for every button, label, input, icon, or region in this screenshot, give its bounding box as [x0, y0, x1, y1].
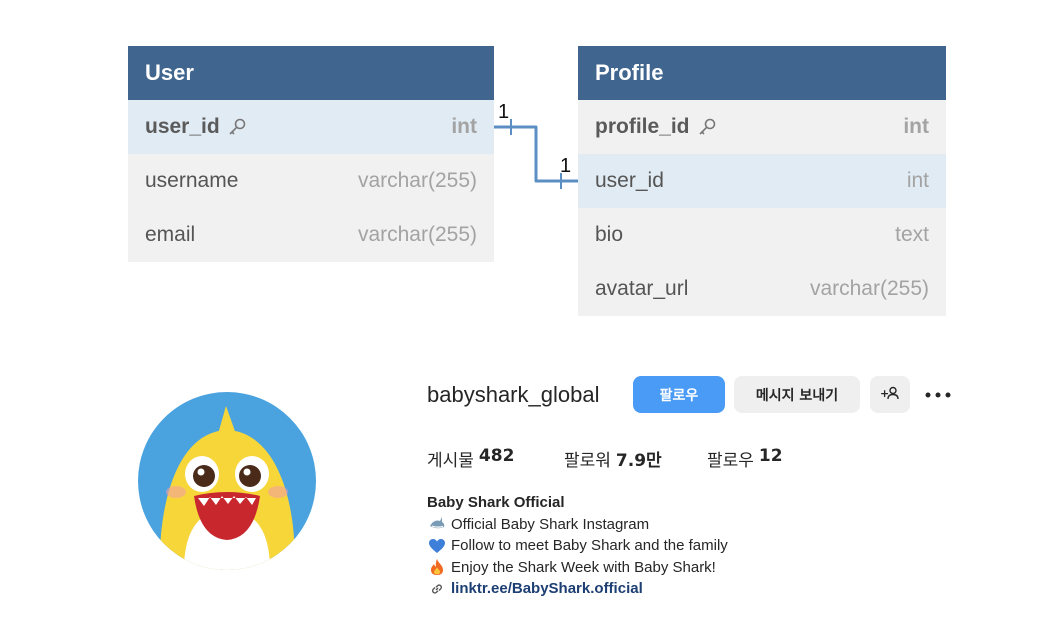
- avatar-url-column-type: varchar(255): [809, 277, 929, 300]
- email-column-name: email: [145, 223, 196, 246]
- primary-key-icon: [226, 116, 248, 138]
- cardinality-label-user: 1: [498, 101, 510, 123]
- posts-value: 482: [478, 446, 515, 466]
- fire-emoji-icon: [427, 558, 447, 576]
- user-id-column-name: user_id: [145, 115, 220, 138]
- svg-text:+: +: [880, 387, 889, 400]
- profile-id-column-type: int: [903, 115, 929, 138]
- followers-value: 7.9만: [615, 451, 662, 471]
- following-value: 12: [758, 446, 783, 466]
- link-icon: [427, 582, 447, 596]
- shark-emoji-icon: [427, 516, 447, 532]
- email-column-type: varchar(255): [357, 223, 477, 246]
- bio-column-name: bio: [595, 223, 624, 246]
- profile-username: babyshark_global: [427, 382, 600, 407]
- posts-count: 게시물 482: [427, 446, 514, 471]
- bio-line: Official Baby Shark Instagram: [427, 514, 728, 536]
- bio-line: Enjoy the Shark Week with Baby Shark!: [427, 557, 728, 579]
- user-table-title: User: [128, 46, 494, 100]
- user-table-row-user-id[interactable]: user_id int: [128, 100, 494, 154]
- profile-bio: Baby Shark Official Official Baby Shark …: [427, 492, 728, 600]
- bio-line-text: Official Baby Shark Instagram: [451, 515, 650, 533]
- bio-line-text: Follow to meet Baby Shark and the family: [451, 537, 728, 554]
- avatar-url-column-name: avatar_url: [595, 277, 689, 300]
- add-person-icon: +: [880, 386, 900, 403]
- more-options-button[interactable]: [922, 379, 954, 409]
- bio-link-text[interactable]: linktr.ee/BabyShark.official: [451, 580, 643, 597]
- posts-label: 게시물: [427, 451, 474, 471]
- user-id-column-type: int: [451, 115, 477, 138]
- username-column-name: username: [145, 169, 239, 192]
- followers-label: 팔로워: [564, 451, 611, 471]
- followers-count[interactable]: 팔로워 7.9만: [564, 446, 662, 471]
- profile-table-row-bio[interactable]: bio text: [578, 208, 946, 262]
- profile-table-row-avatar-url[interactable]: avatar_url varchar(255): [578, 262, 946, 316]
- username-column-type: varchar(255): [357, 169, 477, 192]
- profile-table[interactable]: Profile profile_id int user_id int bio t…: [578, 46, 946, 316]
- fk-user-id-column-name: user_id: [595, 169, 664, 192]
- user-table[interactable]: User user_id int username varchar(255) e…: [128, 46, 494, 262]
- following-count[interactable]: 팔로우 12: [707, 446, 783, 471]
- bio-line-text: Enjoy the Shark Week with Baby Shark!: [451, 558, 716, 576]
- more-icon: [925, 385, 951, 403]
- profile-table-row-user-id[interactable]: user_id int: [578, 154, 946, 208]
- follow-button[interactable]: 팔로우: [633, 376, 725, 413]
- profile-avatar[interactable]: [138, 392, 316, 570]
- profile-table-row-profile-id[interactable]: profile_id int: [578, 100, 946, 154]
- following-label: 팔로우: [707, 451, 754, 471]
- profile-table-title: Profile: [578, 46, 946, 100]
- user-table-row-username[interactable]: username varchar(255): [128, 154, 494, 208]
- profile-id-column-name: profile_id: [595, 115, 690, 138]
- blue-heart-emoji-icon: [427, 538, 447, 554]
- primary-key-icon: [696, 116, 718, 138]
- bio-link[interactable]: linktr.ee/BabyShark.official: [427, 578, 728, 600]
- bio-line: Follow to meet Baby Shark and the family: [427, 535, 728, 557]
- bio-display-name: Baby Shark Official: [427, 494, 565, 511]
- cardinality-label-profile: 1: [560, 155, 572, 177]
- user-table-row-email[interactable]: email varchar(255): [128, 208, 494, 262]
- bio-column-type: text: [895, 223, 929, 246]
- fk-user-id-column-type: int: [906, 169, 929, 192]
- suggest-accounts-button[interactable]: +: [870, 376, 910, 413]
- message-button[interactable]: 메시지 보내기: [734, 376, 860, 413]
